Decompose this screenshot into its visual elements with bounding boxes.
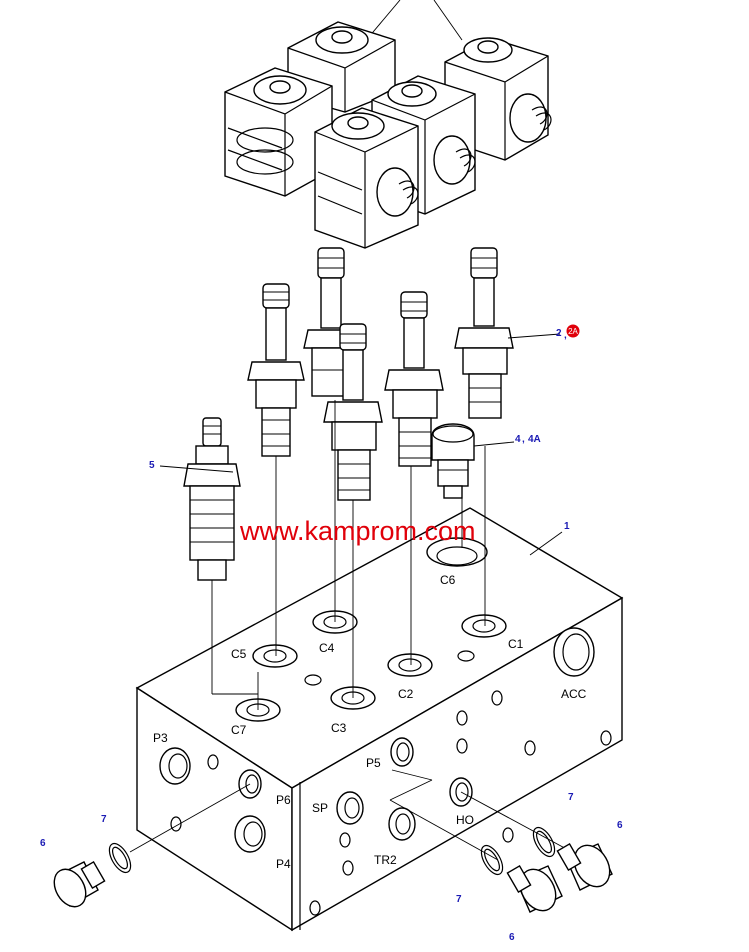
part-label-check-a: 4 xyxy=(515,434,521,445)
check-valve xyxy=(431,423,475,499)
part-label-oring-bottom: 7 xyxy=(456,894,462,905)
port-label-c7: C7 xyxy=(231,723,247,737)
port-label-ho: HO xyxy=(456,813,474,827)
part-label-solenoid-a: 2 xyxy=(556,328,562,339)
right-face-holes xyxy=(309,627,612,916)
port-label-c3: C3 xyxy=(331,721,347,735)
port-label-p4: P4 xyxy=(276,857,291,871)
solenoid-coil xyxy=(224,67,333,197)
plug-and-oring-left xyxy=(53,842,132,908)
solenoid-coil xyxy=(314,107,419,249)
port-label-acc: ACC xyxy=(561,687,587,701)
part-badge-solenoid-b xyxy=(566,324,580,338)
port-label-c5: C5 xyxy=(231,647,247,661)
part-label-plug-left: 6 xyxy=(40,838,46,849)
watermark-text: www.kamprom.com xyxy=(239,516,476,546)
solenoid-valve xyxy=(247,283,305,457)
relief-valve xyxy=(183,417,241,581)
part-label-plug-right: 6 xyxy=(617,820,623,831)
port-label-sp: SP xyxy=(312,801,328,815)
port-label-c2: C2 xyxy=(398,687,414,701)
port-label-c4: C4 xyxy=(319,641,335,655)
manifold-block xyxy=(135,507,624,932)
part-label-check-b: 4A xyxy=(528,434,541,445)
port-label-p3: P3 xyxy=(153,731,168,745)
part-label-oring-right: 7 xyxy=(568,792,574,803)
svg-text:,: , xyxy=(522,434,525,445)
port-labels: C6 C4 C1 C5 C2 ACC C7 C3 P3 P5 P6 SP HO … xyxy=(153,573,587,871)
port-label-c6: C6 xyxy=(440,573,456,587)
left-face-holes xyxy=(159,747,266,853)
port-label-c1: C1 xyxy=(508,637,524,651)
part-label-oring-left: 7 xyxy=(101,814,107,825)
part-label-block: 1 xyxy=(564,521,570,532)
solenoid-valve-cartridges xyxy=(247,247,514,501)
port-label-p5: P5 xyxy=(366,756,381,770)
part-label-relief: 5 xyxy=(149,460,155,471)
solenoid-valve xyxy=(384,291,444,467)
solenoid-coil-assembly xyxy=(224,0,552,249)
solenoid-valve xyxy=(454,247,514,419)
assembly-lines xyxy=(129,333,573,861)
port-label-p6: P6 xyxy=(276,793,291,807)
svg-text:,: , xyxy=(564,330,567,341)
plug-and-oring-right xyxy=(532,826,613,891)
solenoid-valve xyxy=(323,323,383,501)
plug-and-oring-bottom xyxy=(480,844,563,913)
part-label-plug-bottom: 6 xyxy=(509,932,515,943)
port-label-tr2: TR2 xyxy=(374,853,397,867)
part-labels: 1 2 , 2A 4 , 4A 5 7 6 7 6 7 6 xyxy=(40,324,623,943)
part-label-solenoid-b: 2A xyxy=(568,327,578,336)
